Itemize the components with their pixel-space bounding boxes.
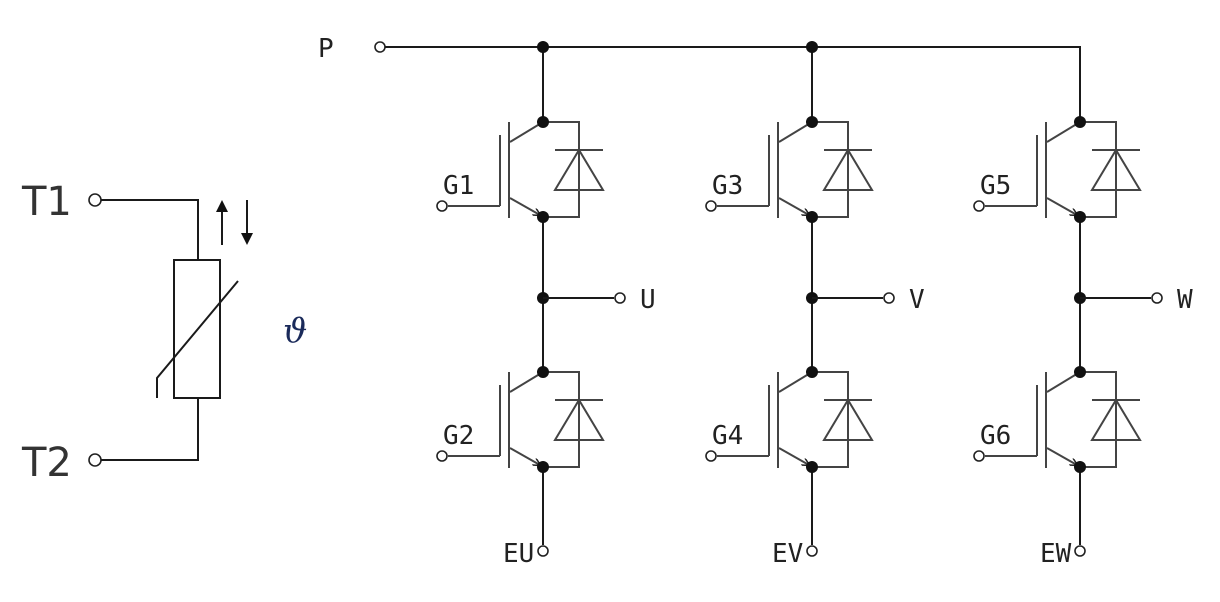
output-terminal bbox=[883, 292, 895, 304]
upper-igbt-diode-triangle bbox=[822, 148, 874, 191]
lower-igbt-emitter-arrow bbox=[509, 447, 540, 465]
output-label: U bbox=[640, 285, 656, 315]
lower-igbt-diode-triangle bbox=[553, 398, 605, 441]
terminal-p bbox=[374, 41, 386, 53]
upper-igbt-collector-lead bbox=[1046, 121, 1081, 143]
arrow-up-head bbox=[216, 200, 228, 212]
lower-igbt-gate-label: G2 bbox=[443, 421, 474, 451]
upper-igbt-emitter-arrow bbox=[509, 197, 540, 215]
terminal-label-p: P bbox=[318, 34, 334, 64]
upper-igbt-emitter-node bbox=[1074, 211, 1086, 223]
lower-igbt-emitter-node bbox=[806, 461, 818, 473]
upper-igbt-gate-label: G1 bbox=[443, 171, 474, 201]
upper-igbt-diode-wire bbox=[812, 121, 849, 218]
resistor-body bbox=[173, 259, 221, 399]
arrow-down-head bbox=[241, 233, 253, 245]
lower-igbt-gate-terminal bbox=[436, 450, 448, 462]
emitter-label: EW bbox=[1040, 539, 1072, 569]
lower-igbt-diode-triangle bbox=[1090, 398, 1142, 441]
lower-igbt-diode-triangle bbox=[822, 398, 874, 441]
upper-igbt-emitter-arrow bbox=[778, 197, 809, 215]
upper-igbt-diode-triangle bbox=[1090, 148, 1142, 191]
emitter-label: EU bbox=[503, 539, 534, 569]
emitter-terminal bbox=[806, 545, 818, 557]
wire-t1 bbox=[101, 199, 199, 260]
upper-igbt-gate-terminal bbox=[973, 200, 985, 212]
terminal-t1 bbox=[88, 193, 102, 207]
lower-igbt-gate-terminal bbox=[705, 450, 717, 462]
upper-igbt-gate-label: G5 bbox=[980, 171, 1011, 201]
lower-igbt-collector-lead bbox=[778, 371, 813, 393]
output-terminal bbox=[1151, 292, 1163, 304]
emitter-label: EV bbox=[772, 539, 803, 569]
ntc-slash bbox=[156, 280, 239, 398]
upper-igbt-gate-label: G3 bbox=[712, 171, 743, 201]
upper-igbt-collector-node bbox=[806, 116, 818, 128]
terminal-label-t2: T2 bbox=[21, 440, 72, 486]
upper-igbt-collector-lead bbox=[509, 121, 544, 143]
temperature-symbol: ϑ bbox=[283, 311, 307, 351]
output-label: V bbox=[909, 285, 925, 315]
upper-igbt-collector-node bbox=[1074, 116, 1086, 128]
thermistor: T1 T2 ϑ bbox=[21, 179, 307, 486]
output-terminal bbox=[614, 292, 626, 304]
terminal-label-t1: T1 bbox=[21, 179, 72, 225]
terminal-t2 bbox=[88, 453, 102, 467]
lower-igbt-emitter-node bbox=[537, 461, 549, 473]
lower-igbt-gate-label: G4 bbox=[712, 421, 743, 451]
p-rail bbox=[385, 46, 1081, 122]
lower-igbt-gate-terminal bbox=[973, 450, 985, 462]
lower-igbt-collector-node bbox=[537, 366, 549, 378]
upper-igbt-diode-triangle bbox=[553, 148, 605, 191]
p-bus-node bbox=[806, 41, 818, 53]
lower-igbt-gate-label: G6 bbox=[980, 421, 1011, 451]
lower-igbt-emitter-arrow bbox=[778, 447, 809, 465]
upper-igbt-collector-node bbox=[537, 116, 549, 128]
upper-igbt-gate-terminal bbox=[705, 200, 717, 212]
lower-igbt-collector-node bbox=[806, 366, 818, 378]
lower-igbt-collector-lead bbox=[1046, 371, 1081, 393]
p-bus-node bbox=[537, 41, 549, 53]
lower-igbt-diode-wire bbox=[1080, 371, 1117, 468]
upper-igbt-collector-lead bbox=[778, 121, 813, 143]
upper-igbt-emitter-node bbox=[537, 211, 549, 223]
lower-igbt-emitter-arrow bbox=[1046, 447, 1077, 465]
p-bus: P bbox=[318, 34, 1081, 122]
lower-igbt-emitter-node bbox=[1074, 461, 1086, 473]
upper-igbt-emitter-node bbox=[806, 211, 818, 223]
upper-igbt-gate-terminal bbox=[436, 200, 448, 212]
lower-igbt-diode-wire bbox=[812, 371, 849, 468]
upper-igbt-diode-wire bbox=[543, 121, 580, 218]
lower-igbt-collector-lead bbox=[509, 371, 544, 393]
wire-t2 bbox=[101, 398, 199, 461]
output-label: W bbox=[1177, 285, 1193, 315]
lower-igbt-collector-node bbox=[1074, 366, 1086, 378]
upper-igbt-emitter-arrow bbox=[1046, 197, 1077, 215]
emitter-terminal bbox=[537, 545, 549, 557]
emitter-terminal bbox=[1074, 545, 1086, 557]
upper-igbt-diode-wire bbox=[1080, 121, 1117, 218]
lower-igbt-diode-wire bbox=[543, 371, 580, 468]
